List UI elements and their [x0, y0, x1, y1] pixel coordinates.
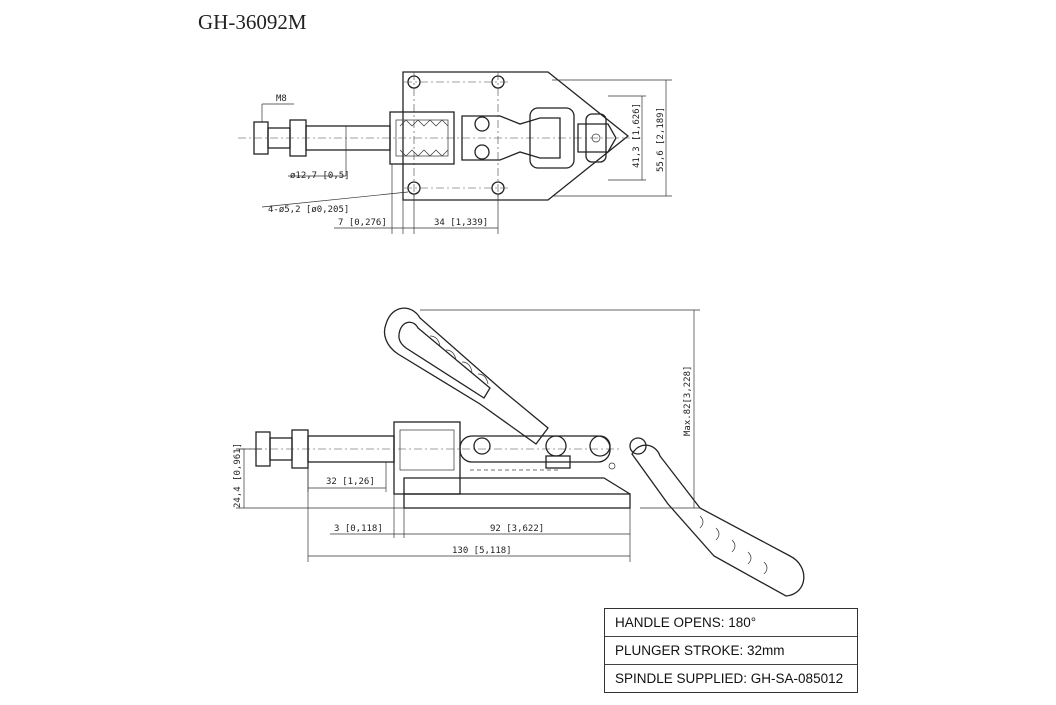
base-plate-outline — [402, 71, 630, 201]
linkage — [461, 107, 617, 169]
top-view: M8 ø12,7 [0,5] 4-ø5,2 [ø0,205] 7 [0,276]… — [238, 71, 672, 234]
handle-raised — [383, 307, 549, 445]
knurled-shaft — [399, 119, 449, 157]
handle-lowered — [629, 437, 805, 597]
dim-max-height: Max.82[3,228] — [683, 366, 693, 436]
dim-41: 41,3 [1,626] — [632, 103, 642, 168]
guide-block — [389, 111, 455, 165]
dim-32: 32 [1,26] — [326, 477, 375, 487]
spec-plunger-stroke: PLUNGER STROKE: 32mm — [605, 637, 857, 665]
side-view: 24,4 [0,961] 32 [1,26] 3 [0,118] 92 [3,6… — [233, 307, 805, 597]
dim-130: 130 [5,118] — [452, 546, 512, 556]
dim-24: 24,4 [0,961] — [233, 443, 243, 508]
spec-handle-opens: HANDLE OPENS: 180° — [605, 609, 857, 637]
spec-spindle-supplied: SPINDLE SUPPLIED: GH-SA-085012 — [615, 671, 844, 686]
dim-34: 34 [1,339] — [434, 218, 488, 228]
plunger-rod — [238, 119, 640, 157]
dim-thread-label: M8 — [276, 94, 287, 104]
mounting-holes — [404, 72, 508, 198]
dim-mounting-holes: 4-ø5,2 [ø0,205] — [268, 205, 349, 215]
side-base-plate — [403, 493, 631, 509]
dim-3: 3 [0,118] — [334, 524, 383, 534]
dim-rod-diameter: ø12,7 [0,5] — [290, 171, 350, 181]
dim-55: 55,6 [2,189] — [656, 107, 666, 172]
dim-7: 7 [0,276] — [338, 218, 387, 228]
spec-table: HANDLE OPENS: 180° PLUNGER STROKE: 32mm … — [604, 608, 858, 693]
dim-92: 92 [3,622] — [490, 524, 544, 534]
model-title: GH-36092M — [198, 10, 307, 34]
side-linkage — [459, 435, 616, 471]
